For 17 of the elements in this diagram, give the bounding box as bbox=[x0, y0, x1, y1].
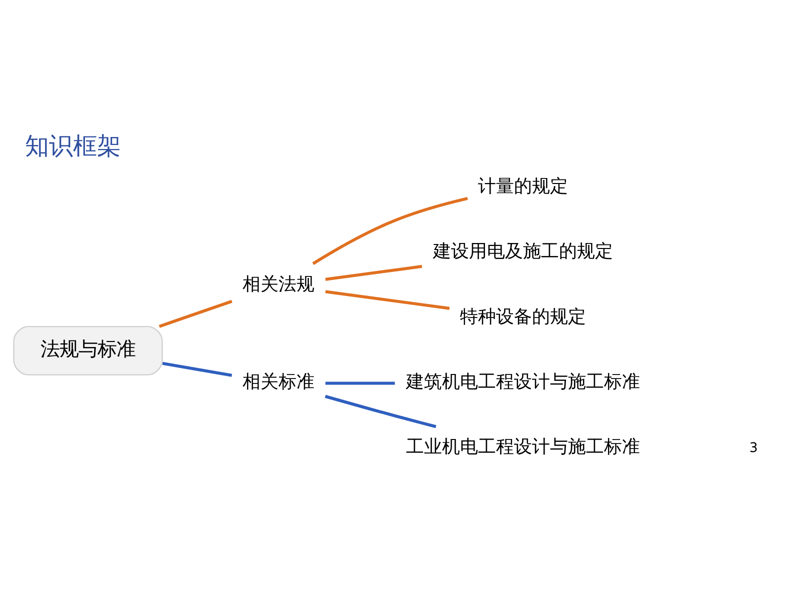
connector bbox=[158, 300, 232, 328]
node-text: 建筑机电工程设计与施工标准 bbox=[406, 372, 640, 392]
connector bbox=[162, 362, 232, 377]
connector bbox=[324, 394, 436, 428]
diagram-title: 知识框架 bbox=[24, 132, 121, 160]
connector bbox=[325, 290, 450, 310]
node-text: 建设用电及施工的规定 bbox=[433, 241, 614, 262]
node-text: 计量的规定 bbox=[478, 176, 568, 197]
connector bbox=[325, 264, 422, 281]
node-text: 相关法规 bbox=[242, 274, 315, 295]
node-text: 工业机电工程设计与施工标准 bbox=[406, 436, 640, 458]
connector bbox=[312, 196, 468, 265]
node-text: 特种设备的规定 bbox=[460, 306, 586, 328]
connector bbox=[325, 382, 395, 385]
node-box: 法规与标准 bbox=[13, 326, 163, 376]
node-text: 相关标准 bbox=[242, 372, 315, 392]
label: 3 bbox=[749, 440, 758, 456]
